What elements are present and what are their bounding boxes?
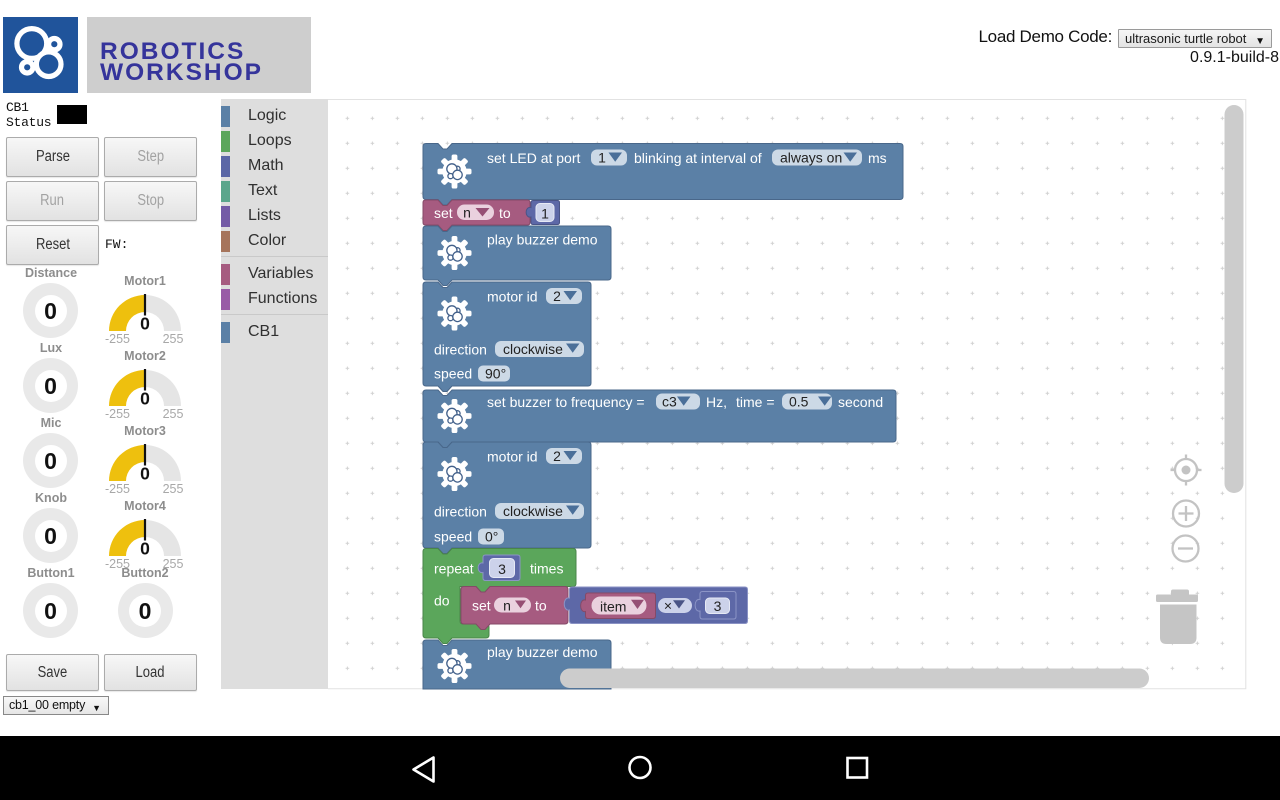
svg-text:times: times: [530, 560, 563, 576]
svg-text:clockwise: clockwise: [503, 503, 563, 519]
svg-text:n: n: [463, 204, 471, 220]
svg-text:set: set: [472, 598, 491, 614]
svg-text:0.5: 0.5: [789, 394, 809, 410]
svg-text:always on: always on: [780, 150, 842, 166]
svg-text:do: do: [434, 592, 450, 608]
svg-text:blinking at interval of: blinking at interval of: [634, 150, 762, 166]
svg-text:motor id: motor id: [487, 448, 538, 464]
svg-text:set: set: [434, 205, 453, 221]
svg-text:second: second: [838, 394, 883, 410]
svg-text:speed: speed: [434, 528, 472, 544]
svg-text:play buzzer demo: play buzzer demo: [487, 231, 598, 247]
svg-text:n: n: [503, 597, 511, 613]
svg-text:2: 2: [553, 448, 561, 464]
svg-text:set buzzer to frequency =: set buzzer to frequency =: [487, 394, 645, 410]
svg-text:direction: direction: [434, 341, 487, 357]
svg-text:direction: direction: [434, 503, 487, 519]
svg-text:clockwise: clockwise: [503, 341, 563, 357]
svg-text:item: item: [600, 598, 626, 614]
svg-text:3: 3: [498, 561, 506, 577]
svg-text:0°: 0°: [485, 528, 498, 544]
svg-text:time =: time =: [736, 394, 775, 410]
svg-text:motor id: motor id: [487, 288, 538, 304]
svg-text:Hz,: Hz,: [706, 394, 727, 410]
svg-text:×: ×: [664, 597, 672, 613]
svg-text:c3: c3: [662, 394, 677, 410]
svg-text:1: 1: [598, 150, 606, 166]
svg-text:play buzzer demo: play buzzer demo: [487, 644, 598, 660]
svg-text:to: to: [499, 205, 511, 221]
svg-text:2: 2: [553, 288, 561, 304]
svg-text:repeat: repeat: [434, 560, 474, 576]
svg-text:to: to: [535, 598, 547, 614]
svg-text:90°: 90°: [485, 365, 506, 381]
svg-text:3: 3: [714, 598, 722, 614]
svg-text:set LED at port: set LED at port: [487, 150, 580, 166]
svg-text:1: 1: [541, 205, 549, 221]
svg-text:ms: ms: [868, 150, 887, 166]
svg-text:speed: speed: [434, 365, 472, 381]
